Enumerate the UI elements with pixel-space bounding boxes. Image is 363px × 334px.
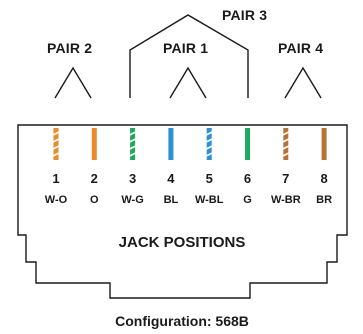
pin-3-code: W-G xyxy=(121,194,143,206)
pin-5-stripe xyxy=(205,152,213,157)
pin-5-wire xyxy=(206,128,212,160)
pin-3-stripe xyxy=(129,131,136,136)
pin-3-wire xyxy=(130,128,136,160)
pin-1-number: 1 xyxy=(52,171,59,186)
pin-1-stripe xyxy=(52,145,60,150)
pin-8-wire xyxy=(321,128,327,160)
pin-7-wire xyxy=(283,128,289,160)
pin-2-code: O xyxy=(90,194,99,206)
pin-5-stripe xyxy=(205,138,213,143)
pin-1-stripe xyxy=(52,138,60,143)
pin-5-code: W-BL xyxy=(195,194,224,206)
pin-5-stripe xyxy=(205,145,213,150)
pin-5-number: 5 xyxy=(206,171,213,186)
pin-7-stripe xyxy=(282,131,290,136)
pair-3-connector xyxy=(129,14,249,98)
configuration-label: Configuration: 568B xyxy=(115,313,249,329)
jack-positions-title: JACK POSITIONS xyxy=(119,234,246,251)
pin-6-wire xyxy=(245,128,250,160)
pair-3-label: PAIR 3 xyxy=(222,7,267,23)
pin-1-wire xyxy=(53,128,59,160)
pair-1-label: PAIR 1 xyxy=(163,40,208,56)
pin-8-code: BR xyxy=(316,194,332,206)
pin-3-stripe xyxy=(129,145,136,150)
pin-1-stripe xyxy=(52,152,60,157)
pin-6-code: G xyxy=(243,194,252,206)
pin-2-number: 2 xyxy=(91,171,98,186)
pin-5-stripe xyxy=(205,131,213,136)
pair-4-connector xyxy=(284,66,322,99)
pin-3-stripe xyxy=(129,138,136,143)
pin-group: 1W-O 2O 3W-G 4BL 5W-BL 6G 7W-BR 8BR xyxy=(45,128,332,206)
pin-7-code: W-BR xyxy=(271,194,301,206)
pin-2-wire xyxy=(91,128,97,160)
pin-6-number: 6 xyxy=(244,171,251,186)
pin-7-stripe xyxy=(282,152,290,157)
pin-7-stripe xyxy=(282,138,290,143)
pin-4-wire xyxy=(168,128,174,160)
pin-8-number: 8 xyxy=(320,171,327,186)
pin-4-number: 4 xyxy=(167,171,175,186)
pin-7-stripe xyxy=(282,145,290,150)
pin-7-number: 7 xyxy=(282,171,289,186)
pin-4-code: BL xyxy=(164,194,179,206)
pair-2-connector xyxy=(54,66,92,99)
pin-3-stripe xyxy=(129,152,136,157)
pin-1-stripe xyxy=(52,131,60,136)
pair-4-label: PAIR 4 xyxy=(278,40,323,56)
pin-3-number: 3 xyxy=(129,171,136,186)
pair-1-connector xyxy=(169,66,207,99)
pin-1-code: W-O xyxy=(45,194,68,206)
pair-2-label: PAIR 2 xyxy=(47,40,92,56)
jack-outline xyxy=(17,124,348,299)
